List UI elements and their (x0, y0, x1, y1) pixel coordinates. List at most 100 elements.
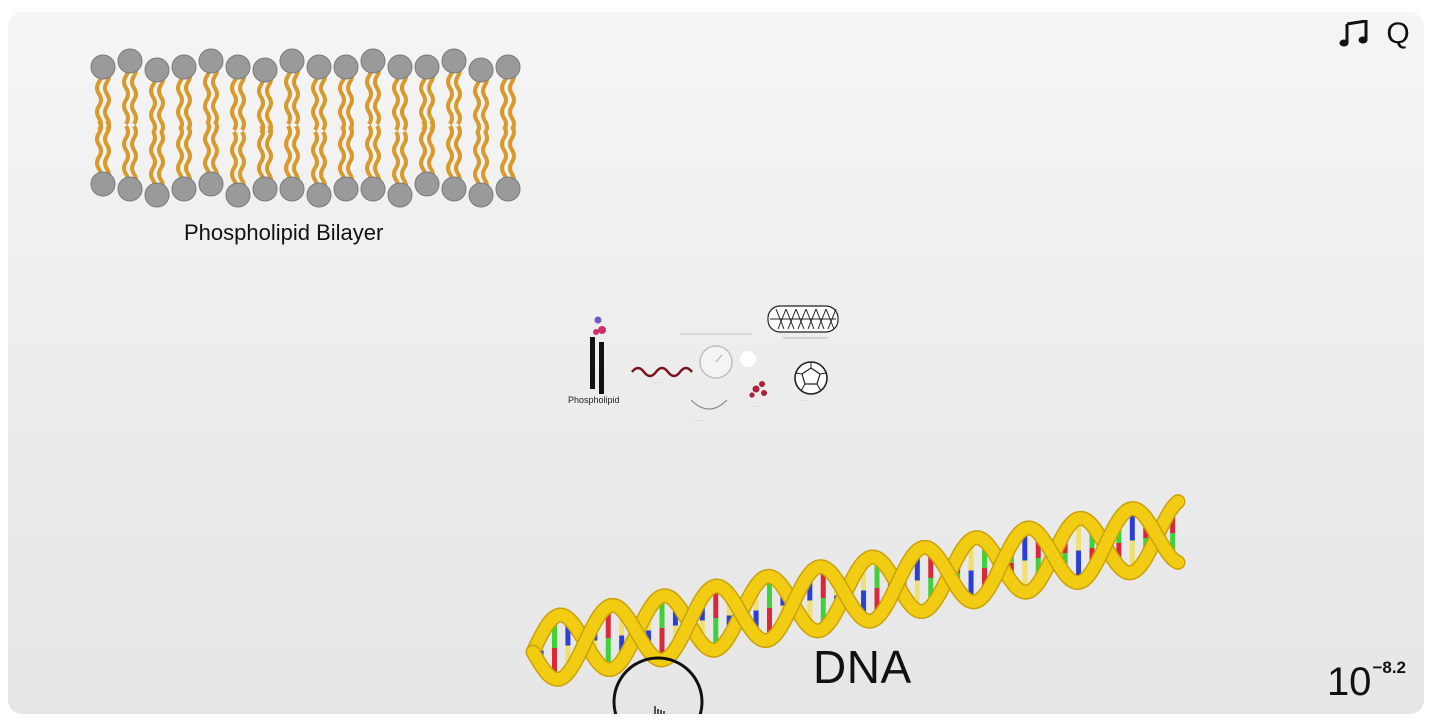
cursor-hand-icon (652, 706, 665, 714)
lipid-tail (230, 68, 238, 132)
lipid-tail (230, 130, 238, 194)
lipid-tail (500, 68, 508, 132)
scale-base: 10 (1326, 660, 1372, 704)
lipid-tail (338, 68, 346, 132)
lipid-tail (508, 68, 516, 132)
lipid-head (333, 54, 359, 80)
lipid-tail (238, 68, 246, 132)
zoom-stage[interactable]: Phospholipid Bilayer Phospholipid ······… (8, 12, 1424, 714)
lipid-head (171, 176, 197, 202)
lipid-tail (257, 71, 265, 135)
lipid-head (225, 54, 251, 80)
bilayer-label: Phospholipid Bilayer (184, 220, 384, 245)
lipid-tail (311, 130, 319, 194)
lipid-head (414, 54, 440, 80)
molecule-cluster: Phospholipid ········ ····· ········· (568, 305, 839, 423)
lipid-tail (103, 119, 111, 183)
chain-molecule (631, 366, 693, 378)
lipid-head (468, 57, 494, 83)
lipid-head (252, 176, 278, 202)
lipid-tail (373, 62, 381, 126)
lipid-head (117, 176, 143, 202)
lipid-tail (130, 62, 138, 126)
lipid-head (360, 48, 386, 74)
lipid-tail (400, 130, 408, 194)
svg-text:········: ········ (652, 380, 663, 385)
svg-text:·········: ········· (693, 418, 705, 423)
red-molecule (749, 381, 767, 398)
lipid-tail (257, 124, 265, 188)
lipid-tail (400, 68, 408, 132)
phospholipid-bilayer-illustration (90, 48, 521, 208)
lipid-head (495, 176, 521, 202)
lipid-tail (176, 68, 184, 132)
lipid-tail (365, 62, 373, 126)
lipid-tail (319, 130, 327, 194)
bilayer-group (90, 48, 521, 208)
cursor-overlay (612, 656, 704, 714)
svg-text:·····: ····· (752, 404, 759, 409)
lipid-tail (481, 71, 489, 135)
lipid-tail (122, 124, 130, 188)
bowl-molecule (690, 399, 728, 410)
search-key-label: Q (1386, 17, 1410, 50)
lipid-tail (508, 124, 516, 188)
lipid-tail (284, 62, 292, 126)
lipid-tail (238, 130, 246, 194)
lipid-head (414, 171, 440, 197)
lipid-head (441, 176, 467, 202)
lipid-head (306, 182, 332, 208)
lipid-tail (373, 124, 381, 188)
lipid-head (279, 48, 305, 74)
lipid-head (225, 182, 251, 208)
lipid-head (252, 57, 278, 83)
lipid-head (144, 182, 170, 208)
lipid-tail (446, 124, 454, 188)
music-note-icon (1339, 20, 1368, 47)
lipid-tail (130, 124, 138, 188)
lipid-head (468, 182, 494, 208)
dna-group (525, 494, 1186, 687)
scale-exponent: −8.2 (1372, 657, 1406, 677)
lipid-tail (500, 124, 508, 188)
lipid-tail (292, 62, 300, 126)
lipid-head (441, 48, 467, 74)
lipid-head (90, 54, 116, 80)
small-phospholipid-figure (590, 316, 606, 394)
lipid-tail (203, 62, 211, 126)
search-button[interactable]: Q (1382, 17, 1414, 50)
lipid-tail (319, 68, 327, 132)
lipid-tail (473, 71, 481, 135)
lipid-tail (265, 71, 273, 135)
lipid-head (360, 176, 386, 202)
lipid-tail (95, 68, 103, 132)
lipid-head (117, 48, 143, 74)
lipid-tail (427, 68, 435, 132)
lipid-tail (103, 68, 111, 132)
lipid-tail (346, 68, 354, 132)
lipid-tail (473, 130, 481, 194)
lipid-tail (454, 62, 462, 126)
lipid-head (198, 48, 224, 74)
lipid-tail (265, 124, 273, 188)
svg-text:······: ······ (801, 398, 809, 403)
cursor-ring (612, 656, 704, 714)
lipid-head (90, 171, 116, 197)
lipid-tail (392, 130, 400, 194)
lipid-tail (184, 68, 192, 132)
lipid-tail (176, 124, 184, 188)
lipid-head (144, 57, 170, 83)
music-toggle-button[interactable] (1338, 18, 1370, 50)
small-phospholipid-label: Phospholipid (568, 395, 620, 405)
lipid-tail (203, 119, 211, 183)
lipid-head (333, 176, 359, 202)
lipid-head (306, 54, 332, 80)
lipid-tail (311, 68, 319, 132)
lipid-tail (481, 130, 489, 194)
lipid-tail (211, 119, 219, 183)
lipid-tail (446, 62, 454, 126)
lipid-tail (211, 62, 219, 126)
lipid-tail (365, 124, 373, 188)
white-sphere (740, 351, 756, 367)
dna-helix-illustration (525, 494, 1186, 687)
